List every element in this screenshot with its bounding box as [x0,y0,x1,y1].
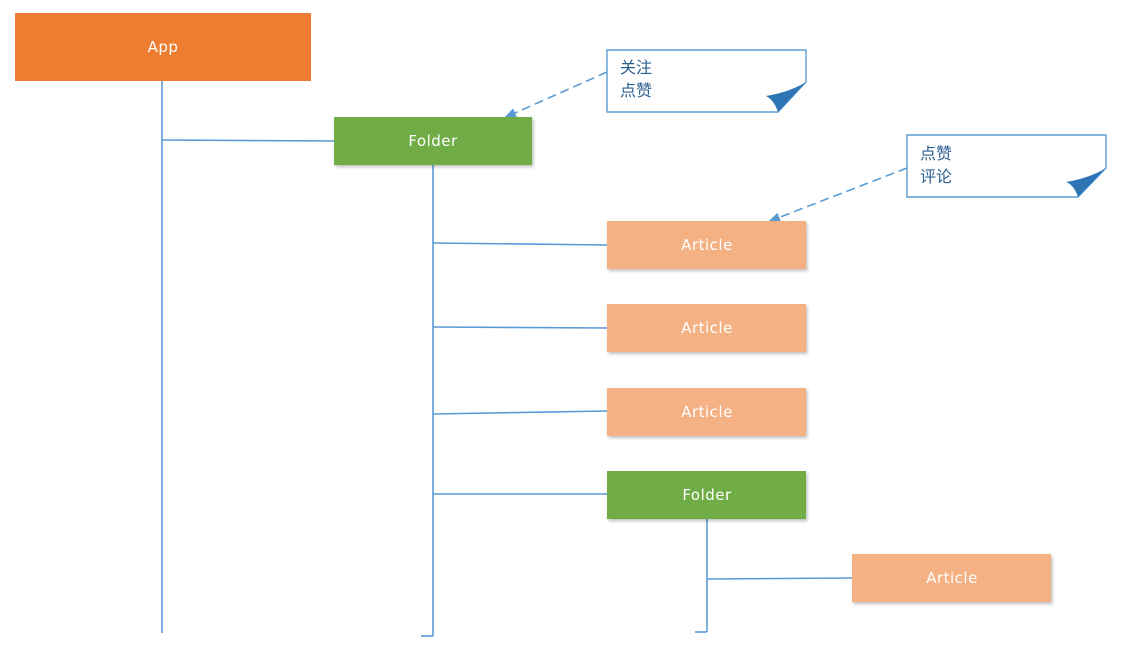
node-article-2[interactable]: Article [607,304,806,352]
folder-to-article-3-line [432,410,608,415]
node-article-4-label: Article [926,569,978,587]
article-note-line-2: 评论 [920,167,952,186]
article-note-arrow [768,167,908,223]
node-article-1-label: Article [681,236,733,254]
annotation-arrows [504,71,908,223]
folder-to-article-2-line [432,326,608,329]
node-app-label: App [148,38,179,56]
folder-to-article-1-line [432,242,608,246]
node-article-4[interactable]: Article [852,554,1051,602]
folder-note-line-2: 点赞 [620,81,652,100]
node-article-3[interactable]: Article [607,388,806,436]
folder-note-fold [766,82,806,112]
app-to-folder-line [161,139,335,142]
node-article-4-box [852,554,1051,602]
node-folder-2[interactable]: Folder [607,471,806,519]
article-note-line-1: 点赞 [920,144,952,163]
node-folder-1-box [334,117,532,165]
folder-note-arrow [504,71,608,118]
folder-note-line-1: 关注 [620,58,652,77]
node-app-box [15,13,311,81]
node-article-2-box [607,304,806,352]
article-note-fold [1066,168,1106,197]
folder-2-to-article-4-line [706,577,853,580]
node-app[interactable]: App [15,13,311,81]
article-note[interactable]: 点赞 评论 [906,134,1107,198]
node-article-2-label: Article [681,319,733,337]
connectors [161,80,853,637]
node-article-1[interactable]: Article [607,221,806,269]
node-folder-1[interactable]: Folder [334,117,532,165]
node-folder-1-label: Folder [408,132,458,150]
node-folder-2-box [607,471,806,519]
node-folder-2-label: Folder [682,486,732,504]
node-article-3-box [607,388,806,436]
node-article-1-box [607,221,806,269]
folder-note[interactable]: 关注 点赞 [606,49,807,113]
node-article-3-label: Article [681,403,733,421]
